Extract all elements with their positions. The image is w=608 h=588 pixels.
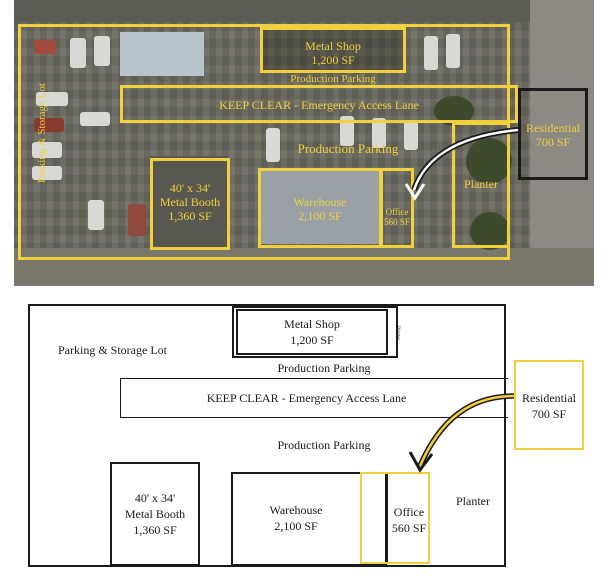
aerial-metal-booth-name: Metal Booth (159, 195, 221, 209)
aerial-car (70, 38, 86, 68)
aerial-car (128, 204, 146, 236)
aerial-car (424, 36, 438, 70)
plan-metal-booth-dims: 40' x 34' (134, 491, 176, 505)
plan-production-parking-mid: Production Parking (277, 438, 371, 452)
plan-parking-storage-lot: Parking & Storage Lot (58, 343, 167, 357)
aerial-production-parking-mid: Production Parking (297, 141, 399, 156)
aerial-metal-booth[interactable]: 40' x 34' Metal Booth 1,360 SF (150, 158, 230, 250)
aerial-roof (258, 168, 382, 244)
aerial-planter-label: Planter (464, 177, 498, 191)
plan-metal-shop-area: 1,200 SF (290, 333, 334, 347)
aerial-car (36, 92, 68, 106)
aerial-car (446, 34, 460, 68)
aerial-street (530, 0, 594, 286)
plan-metal-booth[interactable]: 40' x 34' Metal Booth 1,360 SF (110, 462, 200, 566)
aerial-planter[interactable]: Planter (452, 122, 510, 248)
aerial-metal-booth-dims: 40' x 34' (169, 181, 211, 195)
plan-residential-area: 700 SF (531, 407, 567, 421)
aerial-car (404, 120, 418, 150)
plan-residential-name: Residential (522, 391, 576, 405)
aerial-warehouse-area: 2,100 SF (298, 209, 342, 223)
plan-metal-shop-side-label: Planter (395, 325, 400, 341)
aerial-metal-shop[interactable]: Metal Shop 1,200 SF (260, 27, 406, 73)
plan-office-area: 560 SF (391, 521, 427, 535)
plan-metal-shop-outer (232, 306, 398, 358)
aerial-warehouse-name: Warehouse (293, 195, 347, 209)
aerial-access-lane: KEEP CLEAR - Emergency Access Lane (120, 85, 518, 123)
aerial-car (80, 112, 110, 126)
aerial-residential[interactable]: Residential 700 SF (518, 88, 588, 180)
aerial-office[interactable]: Office 560 SF (380, 168, 414, 248)
plan-residential[interactable]: Residential 700 SF (514, 360, 584, 450)
aerial-metal-shop-name: Metal Shop (305, 39, 361, 53)
aerial-residential-area: 700 SF (535, 135, 571, 149)
aerial-arrow (404, 127, 519, 201)
aerial-photo: Metal Shop 1,200 SF Production Parking K… (14, 0, 594, 286)
plan-warehouse-area: 2,100 SF (274, 519, 318, 533)
section-divider (14, 286, 594, 289)
aerial-top-strip (14, 0, 594, 22)
plan-office[interactable]: Office 560 SF (360, 472, 430, 564)
plan-metal-shop-name: Metal Shop (284, 317, 340, 331)
aerial-office-area: 560 SF (384, 217, 410, 227)
aerial-residential-name: Residential (526, 121, 580, 135)
aerial-car (34, 118, 64, 132)
aerial-tree (470, 212, 510, 250)
aerial-roof (120, 32, 204, 76)
aerial-car (266, 128, 280, 162)
plan-warehouse-name: Warehouse (269, 503, 323, 517)
plan-metal-shop[interactable]: Metal Shop 1,200 SF (236, 309, 388, 355)
aerial-production-parking-top: Production Parking (290, 73, 376, 85)
aerial-office-name: Office (385, 207, 409, 217)
plan-metal-booth-area: 1,360 SF (133, 523, 177, 537)
plan-production-parking-top: Production Parking (277, 361, 371, 375)
aerial-bottom-strip (14, 248, 594, 286)
plan-access-lane: KEEP CLEAR - Emergency Access Lane (120, 378, 508, 418)
aerial-car (372, 118, 386, 148)
plan-office-wall (386, 474, 388, 562)
plan-metal-booth-name: Metal Booth (124, 507, 186, 521)
aerial-access-lane-label: KEEP CLEAR - Emergency Access Lane (219, 98, 419, 112)
aerial-metal-shop-area: 1,200 SF (311, 53, 355, 67)
aerial-car (340, 116, 354, 146)
aerial-car (32, 166, 62, 180)
aerial-warehouse[interactable]: Warehouse 2,100 SF (258, 168, 382, 248)
plan-office-name: Office (393, 505, 425, 519)
aerial-car (88, 200, 104, 230)
aerial-metal-booth-area: 1,360 SF (168, 209, 212, 223)
plan-planter: Planter (456, 494, 490, 508)
aerial-tree (466, 138, 512, 184)
plan-access-lane-label: KEEP CLEAR - Emergency Access Lane (206, 391, 407, 405)
aerial-car (34, 40, 56, 54)
aerial-car (32, 142, 62, 158)
aerial-car (94, 36, 110, 66)
plan-property-outline (28, 304, 506, 567)
aerial-roof (150, 156, 228, 248)
